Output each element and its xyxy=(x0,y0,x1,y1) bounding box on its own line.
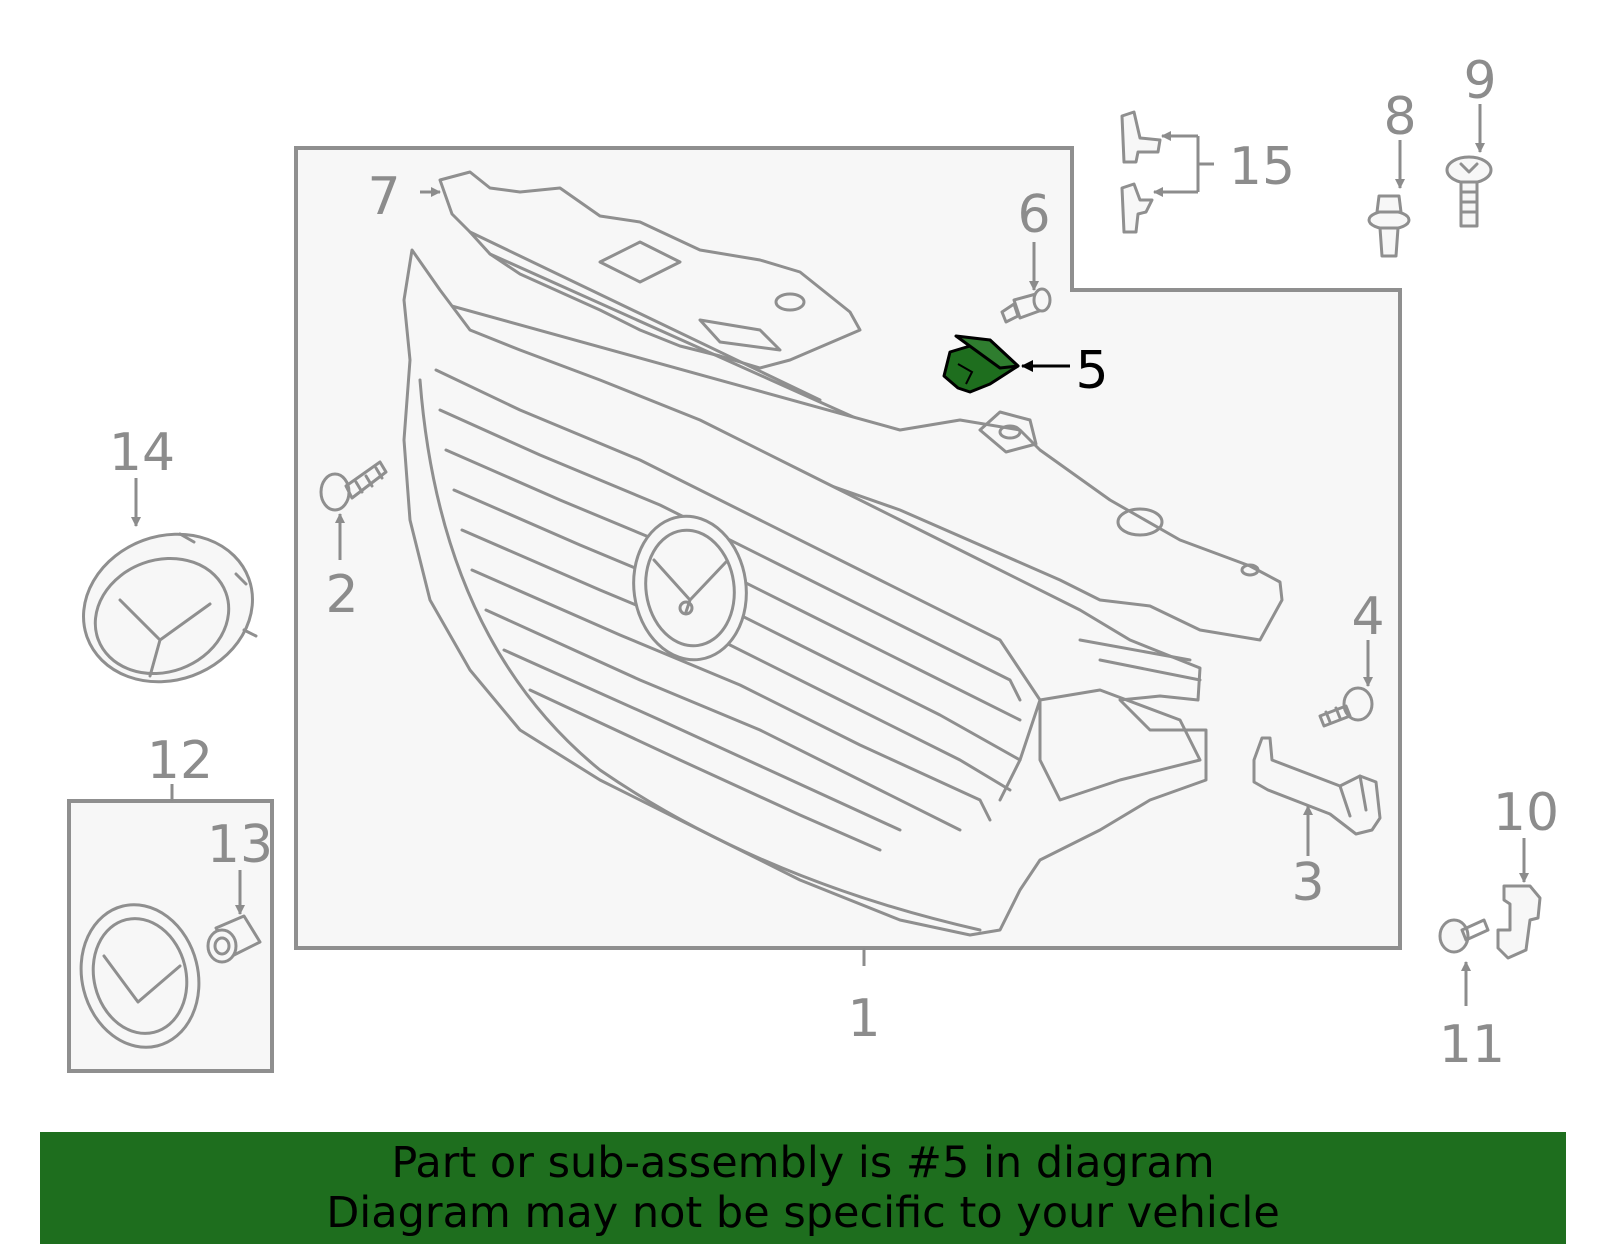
callout-7: 7 xyxy=(367,167,400,227)
callout-10: 10 xyxy=(1493,783,1559,843)
callout-11: 11 xyxy=(1439,1015,1505,1075)
callout-9: 9 xyxy=(1463,51,1496,111)
callout-2: 2 xyxy=(325,565,358,625)
leader-15 xyxy=(1164,134,1214,194)
callout-13: 13 xyxy=(207,815,273,875)
emblem-part-12 xyxy=(79,903,201,1049)
clip-part-6 xyxy=(1000,287,1052,324)
callout-4: 4 xyxy=(1351,587,1384,647)
callout-15: 15 xyxy=(1229,137,1295,197)
callout-6: 6 xyxy=(1017,185,1050,245)
upper-bracket-part-7 xyxy=(438,170,862,422)
clip-part-8 xyxy=(1367,194,1411,258)
nut-part-13 xyxy=(206,914,262,964)
callout-5: 5 xyxy=(1075,341,1108,401)
callout-3: 3 xyxy=(1291,853,1324,913)
emblem-housing-part-14 xyxy=(82,532,258,684)
bolt-part-2 xyxy=(319,460,388,512)
banner-line-part: Part or sub-assembly is #5 in diagram xyxy=(391,1138,1215,1188)
callout-12: 12 xyxy=(147,731,213,791)
screw-part-11 xyxy=(1438,918,1490,954)
callout-14: 14 xyxy=(109,423,175,483)
info-banner: Part or sub-assembly is #5 in diagram Di… xyxy=(40,1132,1566,1244)
bolt-part-4 xyxy=(1318,686,1374,728)
bracket-part-10 xyxy=(1496,884,1542,960)
bracket-part-5-highlighted xyxy=(942,334,1020,394)
callout-8: 8 xyxy=(1383,87,1416,147)
grille-emblem xyxy=(632,514,748,662)
clips-part-15 xyxy=(1120,110,1162,234)
banner-line-disclaimer: Diagram may not be specific to your vehi… xyxy=(326,1188,1280,1238)
bracket-part-3 xyxy=(1252,736,1382,836)
screw-part-9 xyxy=(1445,155,1493,228)
callout-1: 1 xyxy=(847,989,880,1049)
